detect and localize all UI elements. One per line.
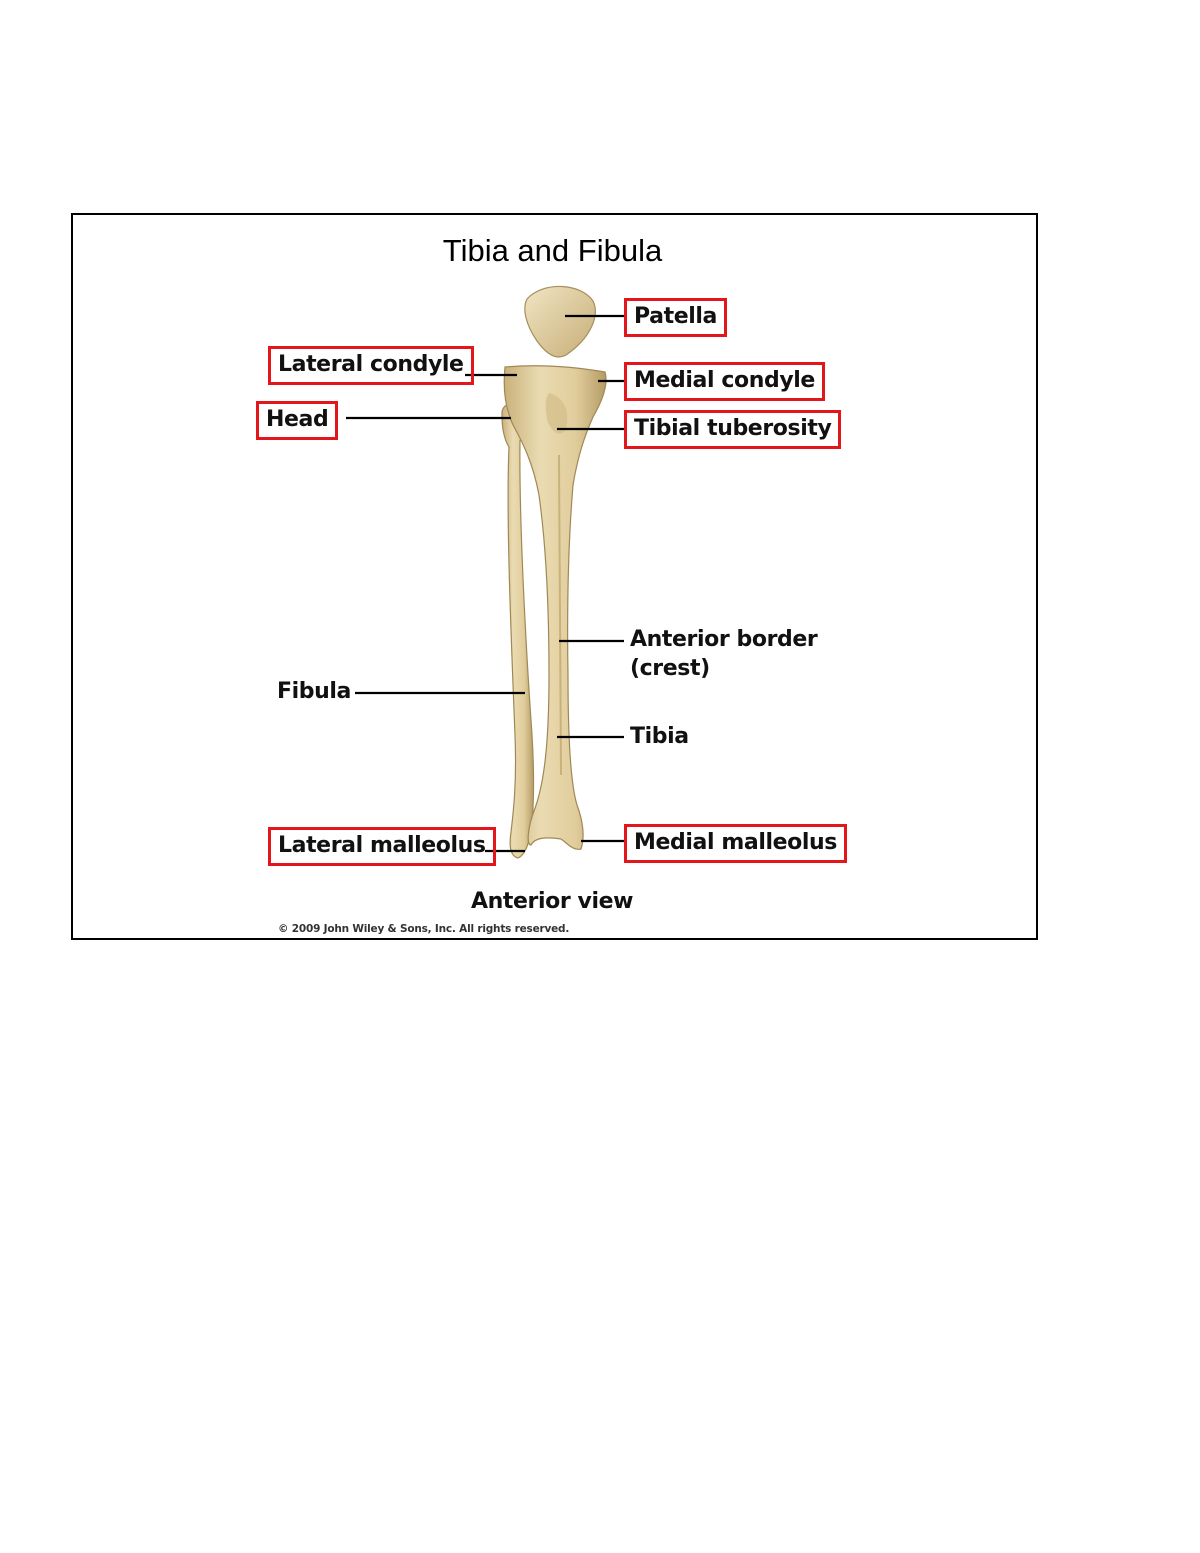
label-patella: Patella (624, 298, 727, 337)
label-medial-condyle: Medial condyle (624, 362, 825, 401)
label-lateral-malleolus: Lateral malleolus (268, 827, 496, 866)
patella-bone (524, 285, 596, 358)
slide-frame: Tibia and Fibula (71, 213, 1038, 940)
leader-lines (346, 314, 624, 853)
label-tibia: Tibia (630, 724, 689, 749)
label-anterior-border-line2: (crest) (630, 656, 710, 681)
label-anterior-border: Anterior border (crest) (630, 625, 818, 683)
slide-title: Tibia and Fibula (442, 233, 663, 268)
copyright-notice: © 2009 John Wiley & Sons, Inc. All right… (278, 923, 570, 935)
bone-illustration (346, 285, 624, 859)
fibula-bone (501, 402, 535, 859)
label-anterior-border-line1: Anterior border (630, 627, 818, 652)
tibial-tuberosity-shade (545, 393, 568, 434)
label-head: Head (256, 401, 339, 440)
label-lateral-condyle: Lateral condyle (268, 346, 474, 385)
label-fibula: Fibula (277, 679, 351, 704)
label-medial-malleolus: Medial malleolus (624, 824, 847, 863)
view-caption: Anterior view (471, 889, 634, 914)
label-tibial-tuberosity: Tibial tuberosity (624, 410, 842, 449)
anterior-crest-line (558, 454, 562, 776)
